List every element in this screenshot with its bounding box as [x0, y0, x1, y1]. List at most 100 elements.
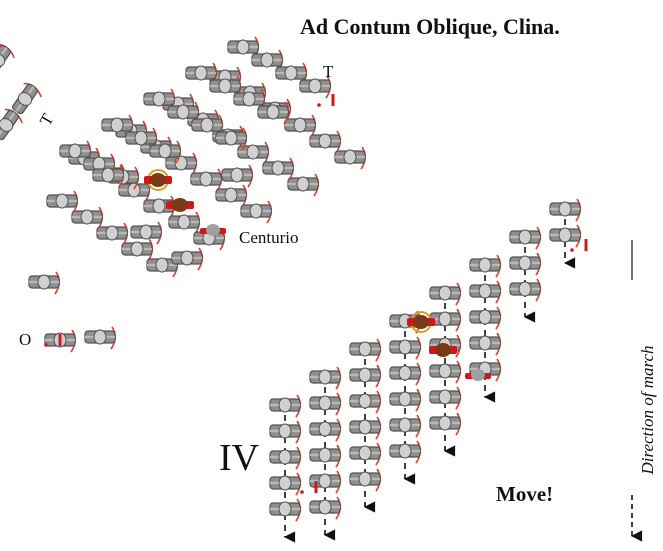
soldier-icon [237, 141, 270, 165]
centurio-label: Centurio [239, 228, 299, 247]
soldier-icon [309, 130, 342, 154]
soldier-icon [549, 198, 582, 222]
soldier-icon [349, 442, 382, 466]
soldier-icon [215, 184, 248, 208]
officer-dot [44, 343, 48, 347]
soldier-icon [334, 146, 367, 170]
centurion-icon [166, 198, 194, 212]
soldier-icon [269, 394, 302, 418]
soldier-icon [146, 254, 179, 278]
centurion-icon [144, 169, 172, 191]
soldier-icon [227, 36, 260, 60]
direction-of-march-label: Direction of march [638, 345, 657, 475]
soldier-icon [429, 386, 462, 410]
officer-staff-mark [58, 334, 62, 346]
officer-staff-mark [584, 239, 588, 251]
soldier-icon [269, 472, 302, 496]
soldier-icon [149, 140, 182, 164]
soldier-icon [221, 164, 254, 188]
soldier-icon [83, 153, 116, 177]
soldier-icon [287, 173, 320, 197]
soldier-icon [309, 418, 342, 442]
musician-icon [200, 224, 226, 236]
soldier-icon [509, 252, 542, 276]
soldier-icon [59, 140, 92, 164]
soldier-icon [118, 179, 151, 203]
soldier-icon [549, 224, 582, 248]
soldier-icon [168, 211, 201, 235]
soldier-icon [171, 247, 204, 271]
soldier-icon [309, 496, 342, 520]
soldier-icon [309, 444, 342, 468]
soldier-icon [469, 306, 502, 330]
soldier-icon [185, 62, 218, 86]
soldier-icon [125, 127, 158, 151]
soldier-icon [469, 280, 502, 304]
soldier-icon [101, 114, 134, 138]
officer-staff-mark [331, 94, 335, 106]
soldier-icon [143, 88, 176, 112]
officer-staff-mark [314, 481, 318, 493]
soldier-icon [389, 336, 422, 360]
soldier-icon [509, 278, 542, 302]
soldier-icon [389, 440, 422, 464]
soldier-icon [299, 75, 332, 99]
soldier-icon [191, 114, 224, 138]
centurion-icon [429, 343, 457, 357]
soldier-icon [0, 108, 23, 141]
soldier-icon [215, 127, 248, 151]
soldier-icon [269, 498, 302, 522]
diagram-title: Ad Contum Oblique, Clina. [300, 14, 560, 39]
soldier-icon [389, 388, 422, 412]
soldier-icon [257, 101, 290, 125]
musician-icon [465, 369, 491, 381]
soldier-icon [309, 366, 342, 390]
officer-dot [317, 103, 321, 107]
soldier-icon [389, 414, 422, 438]
soldier-icon [309, 392, 342, 416]
soldier-icon [92, 164, 125, 188]
soldier-icon [349, 390, 382, 414]
optio-label: O [19, 330, 32, 349]
soldier-icon [240, 200, 273, 224]
unit-number-label: IV [219, 437, 260, 479]
soldier-icon [429, 282, 462, 306]
soldier-icon [71, 206, 104, 230]
soldier-icon [469, 254, 502, 278]
officer-dot [300, 490, 304, 494]
soldier-icon [0, 43, 15, 76]
soldier-icon [167, 101, 200, 125]
soldier-icon [469, 332, 502, 356]
soldier-icon [349, 416, 382, 440]
soldier-icon [190, 168, 223, 192]
soldier-icon [251, 49, 284, 73]
soldier-icon [275, 62, 308, 86]
tesserarius-label-top: T [323, 62, 334, 81]
soldier-icon [84, 326, 117, 350]
soldier-icon [46, 190, 79, 214]
soldier-icon [389, 362, 422, 386]
soldier-icon [349, 338, 382, 362]
soldier-icon [121, 238, 154, 262]
soldier-icon [12, 82, 42, 115]
soldier-icon [269, 420, 302, 444]
soldier-icon [429, 412, 462, 436]
soldier-icon [262, 157, 295, 181]
move-label: Move! [496, 482, 554, 506]
soldier-icon [269, 446, 302, 470]
soldier-icon [28, 271, 61, 295]
soldier-icon [233, 88, 266, 112]
soldier-icon [429, 360, 462, 384]
soldier-icon [209, 75, 242, 99]
officer-dot [570, 248, 574, 252]
soldier-icon [349, 364, 382, 388]
soldier-icon [96, 222, 129, 246]
soldier-icon [509, 226, 542, 250]
centurion-icon [407, 311, 435, 333]
soldier-icon [429, 308, 462, 332]
soldier-icon [284, 114, 317, 138]
soldier-icon [130, 221, 163, 245]
soldier-icon [349, 468, 382, 492]
